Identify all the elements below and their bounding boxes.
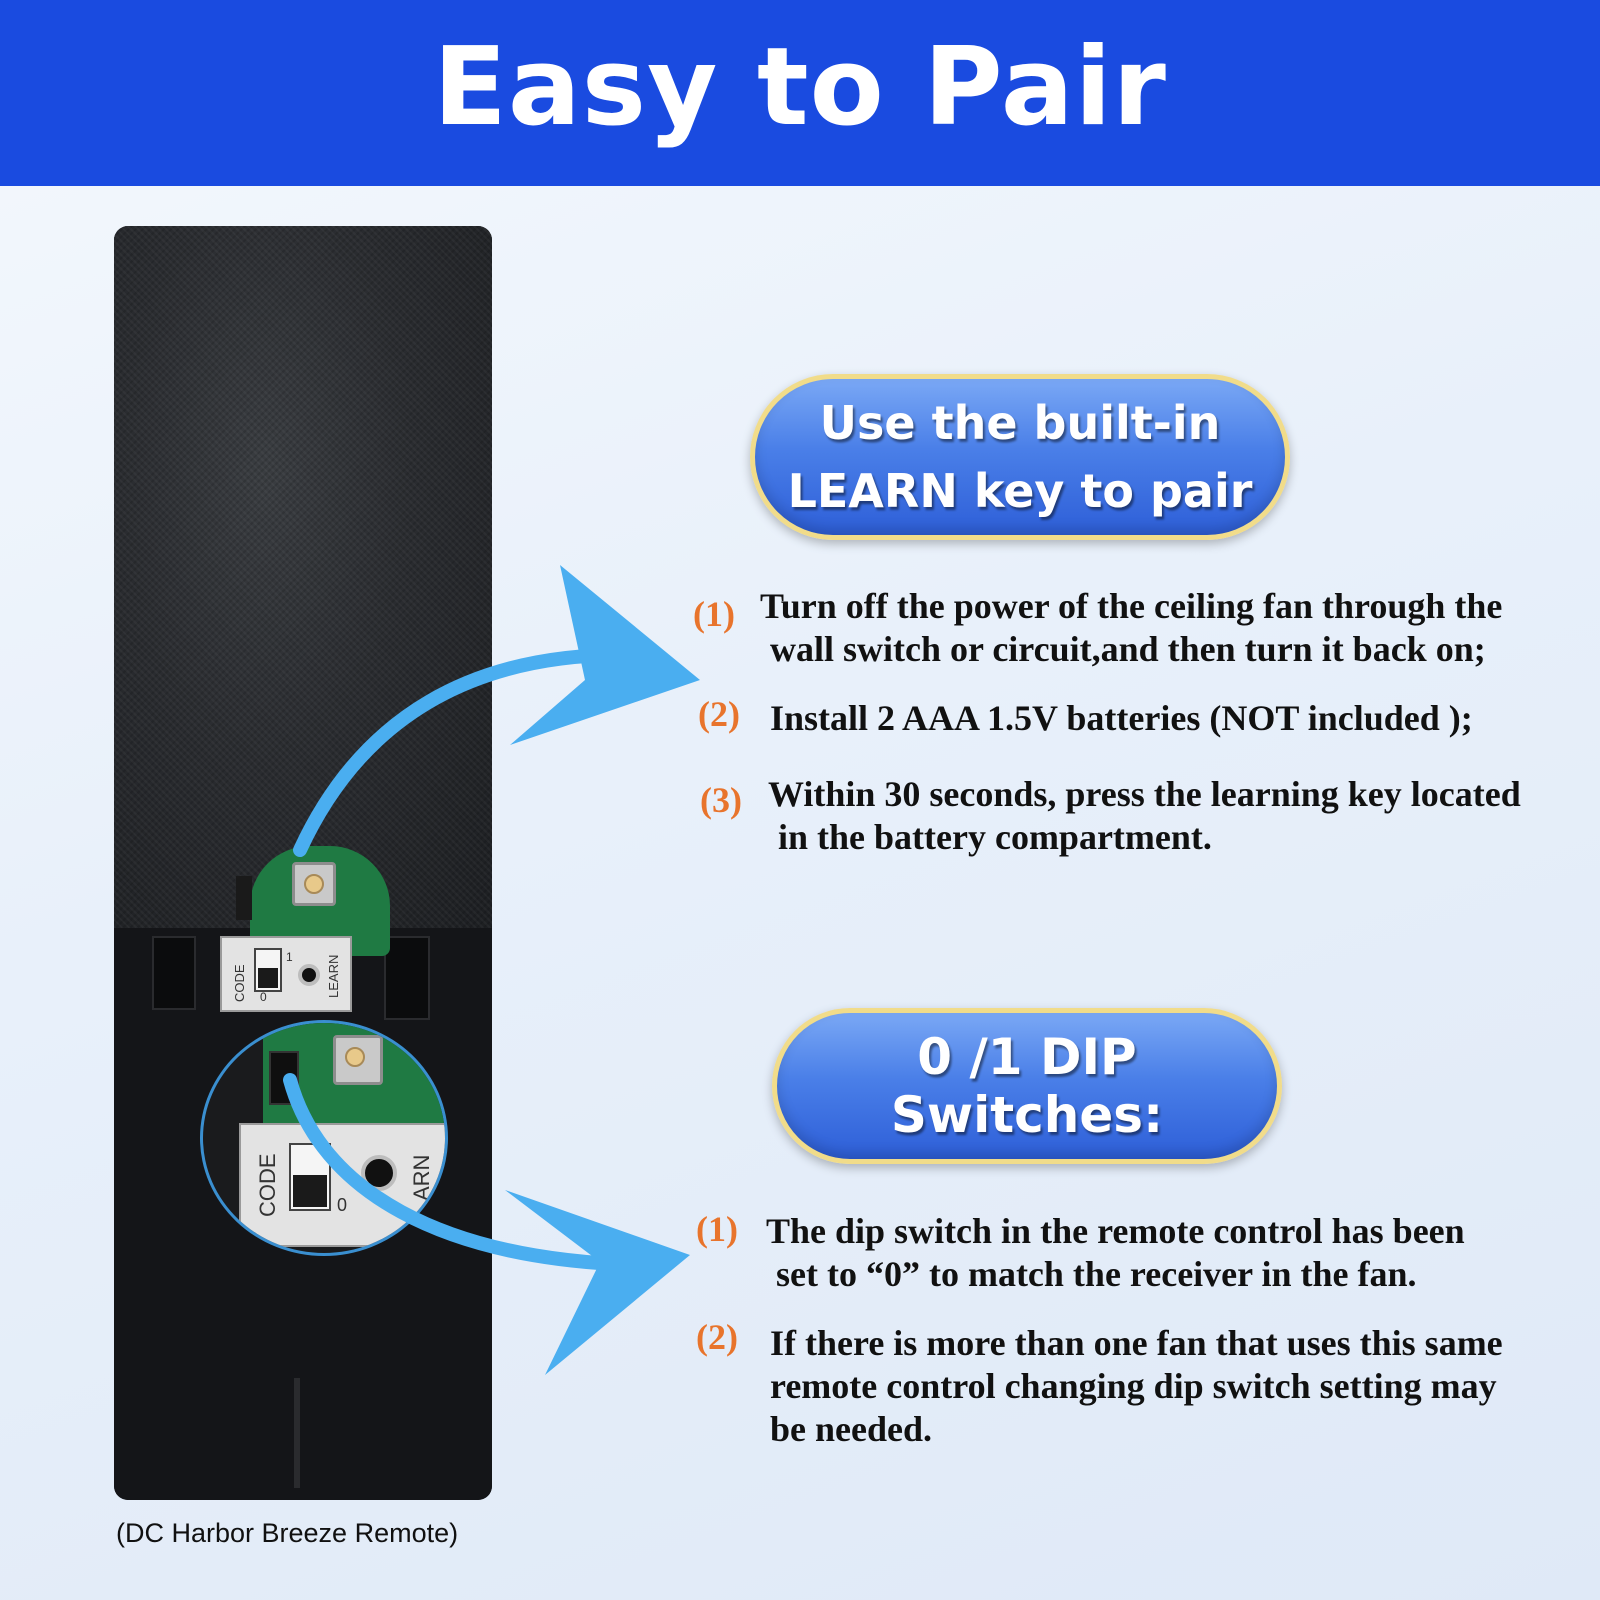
zoom-inset: CODE 0 ARN [200, 1020, 448, 1256]
step-line: Turn off the power of the ceiling fan th… [760, 586, 1503, 626]
zoom-code-label: CODE [255, 1153, 280, 1217]
zoom-switch-zero-label: 0 [337, 1195, 348, 1215]
battery-contact [294, 1378, 300, 1488]
zoom-learn-label: ARN [409, 1154, 434, 1201]
dip-steps: (1) The dip switch in the remote control… [690, 1209, 1570, 1451]
learn-hole-icon [298, 964, 320, 986]
dip-step-1: (1) The dip switch in the remote control… [690, 1209, 1570, 1296]
dip-badge-text: 0 /1 DIP Switches: [890, 1028, 1164, 1144]
dip-switch [254, 948, 282, 992]
step-line: be needed. [770, 1409, 932, 1449]
step-line: The dip switch in the remote control has… [766, 1211, 1465, 1251]
learn-steps: (1) Turn off the power of the ceiling fa… [690, 585, 1570, 859]
step-number: (2) [696, 1317, 738, 1357]
zoom-dip-switch-body [269, 1051, 299, 1105]
learn-label: LEARN [326, 954, 341, 998]
learn-step-3: (3) Within 30 seconds, press the learnin… [690, 773, 1570, 859]
step-line: If there is more than one fan that uses … [770, 1323, 1503, 1363]
compartment-slot [384, 936, 430, 1020]
switch-one-label: 1 [286, 950, 293, 964]
learn-step-1: (1) Turn off the power of the ceiling fa… [690, 585, 1570, 671]
learn-button [292, 862, 336, 906]
learn-step-2: (2) Install 2 AAA 1.5V batteries (NOT in… [690, 694, 1570, 740]
image-caption: (DC Harbor Breeze Remote) [116, 1518, 459, 1548]
code-label: CODE [232, 964, 247, 1002]
zoom-learn-button [333, 1035, 383, 1085]
compartment-slot [152, 936, 196, 1010]
learn-key-badge: Use the built-in LEARN key to pair [750, 374, 1290, 540]
switch-label-plate: CODE 0 1 LEARN [220, 936, 352, 1012]
step-line: Install 2 AAA 1.5V batteries (NOT includ… [770, 698, 1473, 738]
zoom-learn-hole-icon [361, 1155, 397, 1191]
zoom-dip-switch-knob [293, 1175, 327, 1207]
step-number: (1) [693, 594, 735, 634]
arrow-head-learn-icon [510, 565, 700, 745]
header-banner: Easy to Pair [0, 0, 1600, 186]
dip-switch-body [236, 876, 252, 920]
step-line: remote control changing dip switch setti… [770, 1366, 1497, 1406]
learn-badge-line1: Use the built-in [819, 396, 1221, 450]
zoom-dip-switch [289, 1143, 331, 1211]
step-line: set to “0” to match the receiver in the … [776, 1254, 1417, 1294]
dip-step-2: (2) If there is more than one fan that u… [690, 1317, 1570, 1451]
step-number: (2) [698, 694, 740, 734]
step-number: (3) [700, 780, 742, 820]
step-line: in the battery compartment. [778, 817, 1212, 857]
dip-switch-knob [258, 968, 278, 988]
arrow-head-dip-icon [505, 1190, 690, 1375]
learn-badge-line2: LEARN key to pair [787, 464, 1253, 518]
remote-image: CODE 0 1 LEARN [114, 226, 492, 1500]
step-line: Within 30 seconds, press the learning ke… [768, 774, 1521, 814]
dip-switches-badge: 0 /1 DIP Switches: [772, 1008, 1282, 1164]
step-line: wall switch or circuit,and then turn it … [770, 629, 1486, 669]
zoom-label-plate: CODE 0 ARN [239, 1123, 445, 1247]
switch-zero-label: 0 [260, 990, 267, 1004]
remote-cover [114, 226, 492, 928]
step-number: (1) [696, 1209, 738, 1249]
page-title: Easy to Pair [433, 24, 1167, 150]
